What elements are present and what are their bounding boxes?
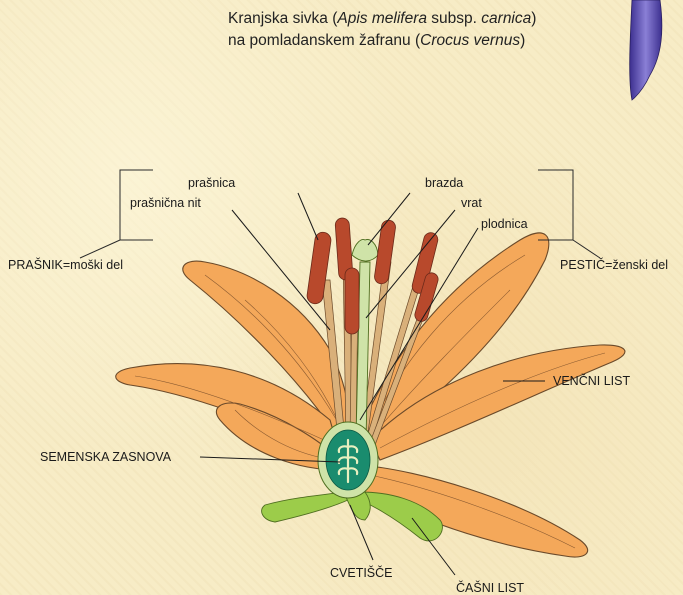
label-plodnica: plodnica <box>481 217 528 231</box>
label-casni-list: ČAŠNI LIST <box>456 580 524 595</box>
crocus-petal <box>630 0 662 100</box>
label-prasnicna-nit: prašnična nit <box>130 196 201 210</box>
label-prasnik: PRAŠNIK=moški del <box>8 257 123 272</box>
label-pestic: PESTIČ=ženski del <box>560 257 668 272</box>
label-vencni-list: VENČNI LIST <box>553 373 630 388</box>
label-prasnica: prašnica <box>188 176 235 190</box>
anther-3 <box>345 268 359 334</box>
line-prasnica <box>298 193 318 240</box>
sepal-left <box>262 492 348 522</box>
label-brazda: brazda <box>425 176 463 190</box>
label-semenska-zasnova: SEMENSKA ZASNOVA <box>40 450 172 464</box>
stigma <box>352 240 378 262</box>
label-cvetisce: CVETIŠČE <box>330 565 393 580</box>
ovary <box>318 422 378 498</box>
label-vrat: vrat <box>461 196 482 210</box>
stamen-bracket <box>80 170 153 258</box>
